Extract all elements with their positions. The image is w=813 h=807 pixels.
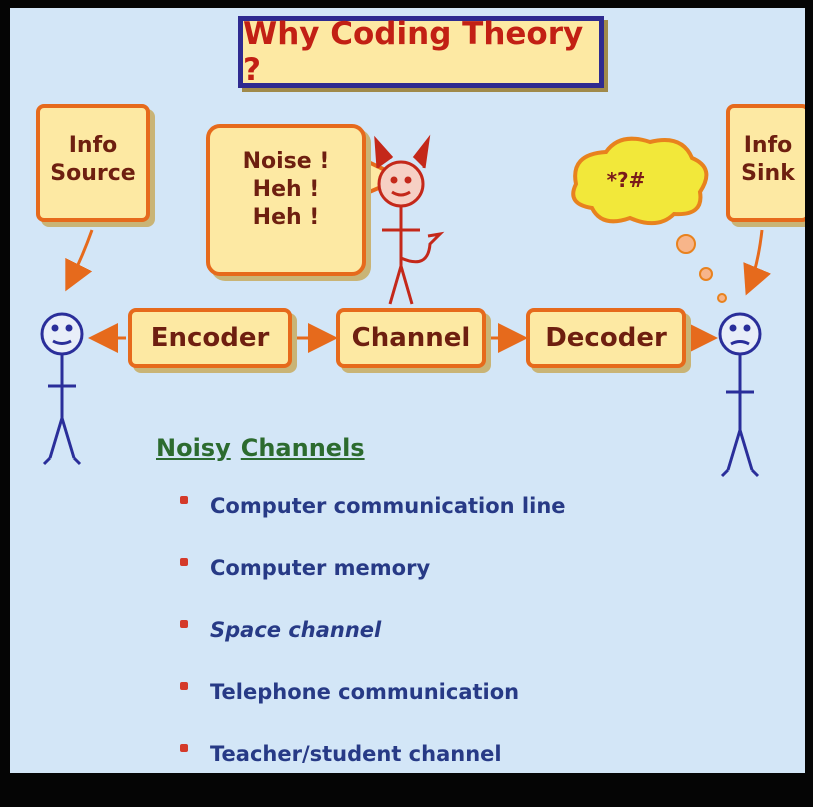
bullet-icon [180, 496, 188, 504]
thought-cloud [571, 136, 727, 303]
sender-figure [40, 312, 84, 466]
list-item-text: Space channel [210, 618, 382, 642]
bullet-icon [180, 682, 188, 690]
source-arrow [65, 229, 94, 292]
list-item: Computer communication line [180, 494, 566, 556]
heading-word-channels: Channels [240, 434, 365, 462]
info-sink-box: Info Sink [726, 104, 805, 222]
devil-figure [374, 134, 445, 305]
info-sink-line1: Info [743, 133, 793, 158]
info-source-line1: Info [68, 133, 118, 158]
noise-line2: Heh ! [252, 177, 320, 202]
decoder-block: Decoder [526, 308, 686, 368]
bullet-icon [180, 744, 188, 752]
info-source-box: Info Source [36, 104, 150, 222]
info-sink-line2: Sink [741, 161, 795, 186]
list-item: Telephone communication [180, 680, 566, 742]
noise-speech-bubble: Noise ! Heh ! Heh ! [206, 124, 366, 276]
bottom-border [0, 773, 813, 807]
encoder-block: Encoder [128, 308, 292, 368]
list-item: Computer memory [180, 556, 566, 618]
list-item: Space channel [180, 618, 566, 680]
heading-word-noisy: Noisy [156, 434, 231, 462]
cloud-symbols: *?# [606, 168, 646, 192]
noise-line1: Noise ! [242, 149, 330, 174]
page-title: Why Coding Theory ? [238, 16, 604, 88]
bullet-icon [180, 558, 188, 566]
list-item-text: Telephone communication [210, 680, 520, 704]
list-item-text: Computer memory [210, 556, 431, 580]
list-item-text: Teacher/student channel [210, 742, 502, 766]
list-item-text: Computer communication line [210, 494, 566, 518]
slide: Why Coding Theory ? Info Source Noise ! … [10, 8, 805, 803]
noisy-channels-heading: Noisy Channels [156, 434, 375, 462]
sink-arrow [743, 229, 772, 296]
channel-examples-list: Computer communication line Computer mem… [180, 494, 566, 803]
diagram-art [40, 134, 772, 478]
info-source-line2: Source [50, 161, 136, 186]
bullet-icon [180, 620, 188, 628]
channel-block: Channel [336, 308, 486, 368]
noise-line3: Heh ! [252, 205, 320, 230]
list-item: Teacher/student channel [180, 742, 566, 803]
receiver-figure [718, 312, 762, 478]
